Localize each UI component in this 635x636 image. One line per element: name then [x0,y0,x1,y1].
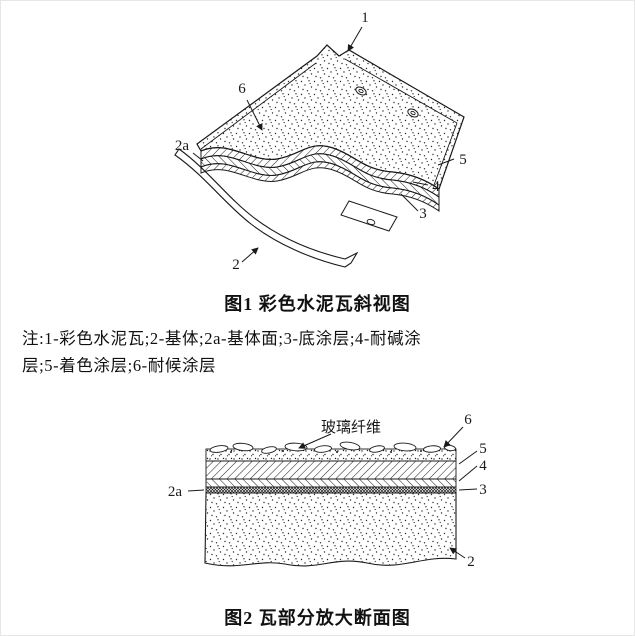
ref-label-5: 5 [479,441,487,457]
leader-2a [187,489,205,492]
section-layer-4 [205,478,457,488]
ref-label-2: 2 [232,257,240,273]
glass-fiber-annotation: 玻璃纤维 [321,419,381,436]
nail-hole-2 [407,108,419,118]
leader-6 [443,426,464,448]
section-layer-5 [205,460,457,480]
section-layer-3 [205,486,457,494]
figure2-drawing: 玻璃纤维 6 5 4 3 2a 2 [168,412,487,570]
ref-label-6: 6 [464,412,472,428]
ref-label-5: 5 [459,152,467,168]
ref-label-6: 6 [238,81,246,97]
top-right-edge-line [344,58,458,124]
leader-5 [437,158,455,166]
figure2-caption: 图2 瓦部分放大断面图 [224,608,411,628]
note-paragraph: 注:1-彩色水泥瓦;2-基体;2a-基体面;3-底涂层;4-耐碱涂 层;5-着色… [22,325,620,379]
leader-5 [458,450,478,465]
substrate-sheet [174,148,359,268]
nail-hole-1 [355,86,367,96]
leader-3 [458,488,478,491]
leader-4 [458,465,478,482]
leader-4 [412,181,429,186]
right-edge-line [433,122,458,186]
ref-label-1: 1 [361,10,369,26]
ref-label-3: 3 [419,206,427,222]
glass-fiber-flakes [209,441,456,454]
ref-label-2: 2 [467,554,475,570]
note-line-2: 层;5-着色涂层;6-耐候涂层 [22,356,217,375]
top-left-edge-line [200,62,317,150]
figure1-caption: 图1 彩色水泥瓦斜视图 [224,294,411,314]
ref-label-3: 3 [479,482,487,498]
leader-2 [241,247,259,263]
coating-band-3 [200,161,440,212]
ref-label-4: 4 [479,458,487,474]
ref-label-4: 4 [432,179,440,195]
substrate-tab [340,200,398,232]
leader-6 [246,99,263,131]
note-line-1: 注:1-彩色水泥瓦;2-基体;2a-基体面;3-底涂层;4-耐碱涂 [22,329,422,348]
leader-3 [400,193,419,212]
leader-2 [449,547,466,559]
tab-hole [366,218,376,226]
ref-label-2a: 2a [168,484,183,500]
tile-top-surface [196,44,465,190]
leader-2a [192,152,204,162]
leader-1 [347,26,363,52]
section-substrate [204,492,457,567]
figure1-drawing: 1 6 2a 5 4 3 2 [174,10,467,273]
ref-label-2a: 2a [175,138,190,154]
leader-glass-fiber [298,433,332,449]
